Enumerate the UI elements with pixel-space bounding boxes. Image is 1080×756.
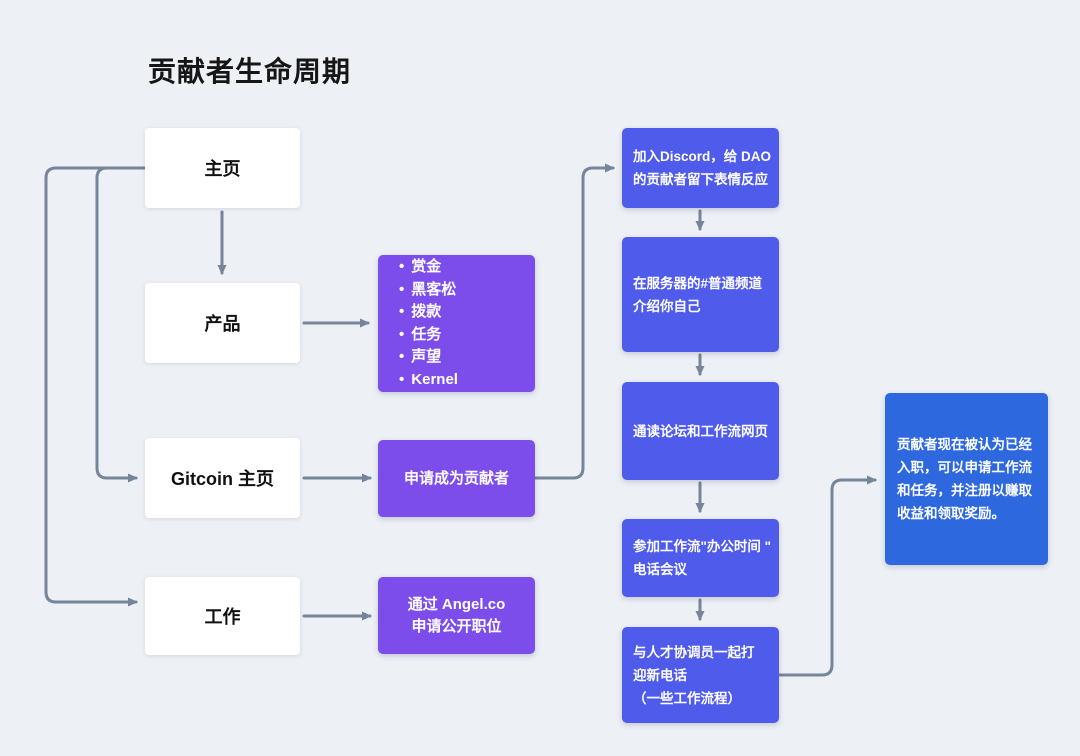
node-onboarding-call-line: 与人才协调员一起打 [633, 644, 755, 660]
list-item: • Kernel [399, 369, 535, 392]
node-apply-angel-line: 通过 Angel.co [407, 595, 506, 613]
node-onboarding-call-line: （一些工作流程） [633, 690, 741, 706]
node-product-label: 产品 [204, 314, 241, 334]
node-join-discord-line: 加入Discord，给 DAO [633, 149, 772, 164]
node-product: 产品 [145, 283, 300, 363]
arrow-apply-to-discord [533, 163, 615, 480]
node-onboarded-line: 贡献者现在被认为已经 [897, 437, 1032, 452]
bullet-icon: • [399, 280, 405, 298]
node-apply-contributor: 申请成为贡献者 [378, 440, 535, 517]
node-apply-angel: 通过 Angel.co 申请公开职位 [378, 577, 535, 654]
arrow-home-to-jobs [44, 166, 147, 607]
list-item-label: 黑客松 [411, 280, 457, 298]
list-item-label: 声望 [411, 348, 442, 365]
list-item-label: 赏金 [411, 258, 442, 275]
node-read-forum: 通读论坛和工作流网页 [622, 382, 779, 480]
node-join-discord-line: 的贡献者留下表情反应 [633, 172, 768, 187]
list-item-label: 任务 [411, 325, 442, 343]
list-item: • 赏金 [399, 256, 535, 279]
bullet-icon: • [399, 303, 405, 320]
list-item-label: Kernel [411, 370, 458, 388]
node-office-hours-line: 电话会议 [633, 562, 687, 577]
node-introduce-line: 介绍你自己 [633, 298, 701, 314]
node-product-list: • 赏金 • 黑客松 • 拨款 • 任务 • 声望 • Kernel [378, 255, 535, 392]
list-item: • 声望 [399, 346, 535, 369]
node-home-label: 主页 [204, 159, 241, 179]
node-onboarded-line: 收益和领取奖励。 [897, 506, 1005, 521]
node-office-hours-line: 参加工作流"办公时间 " [633, 539, 772, 554]
node-onboarded: 贡献者现在被认为已经 入职，可以申请工作流 和任务，并注册以赚取 收益和领取奖励… [885, 393, 1048, 565]
node-jobs-label: 工作 [204, 607, 241, 627]
node-gitcoin-home-label: Gitcoin 主页 [171, 469, 274, 489]
arrow-call-to-onboarded [777, 475, 877, 677]
node-introduce-line: 在服务器的#普通频道 [633, 275, 763, 291]
node-onboarded-line: 入职，可以申请工作流 [897, 460, 1032, 475]
node-office-hours: 参加工作流"办公时间 " 电话会议 [622, 519, 779, 597]
bullet-icon: • [399, 348, 405, 365]
page-title: 贡献者生命周期 [148, 56, 352, 87]
node-apply-angel-line: 申请公开职位 [411, 617, 502, 635]
node-gitcoin-home: Gitcoin 主页 [145, 438, 300, 518]
node-onboarded-line: 和任务，并注册以赚取 [897, 483, 1032, 498]
node-jobs: 工作 [145, 577, 300, 655]
node-apply-contributor-label: 申请成为贡献者 [403, 469, 509, 487]
list-item: • 黑客松 [399, 279, 535, 302]
node-onboarding-call-line: 迎新电话 [633, 667, 687, 683]
bullet-icon: • [399, 258, 405, 275]
arrow-home-to-gitcoin [95, 166, 147, 483]
list-item-label: 拨款 [411, 303, 442, 320]
node-onboarding-call: 与人才协调员一起打 迎新电话 （一些工作流程） [622, 627, 779, 723]
list-item: • 任务 [399, 324, 535, 347]
node-join-discord: 加入Discord，给 DAO 的贡献者留下表情反应 [622, 128, 779, 208]
list-item: • 拨款 [399, 301, 535, 324]
product-feature-list: • 赏金 • 黑客松 • 拨款 • 任务 • 声望 • Kernel [378, 256, 535, 391]
node-introduce-yourself: 在服务器的#普通频道 介绍你自己 [622, 237, 779, 352]
bullet-icon: • [399, 325, 405, 343]
bullet-icon: • [399, 370, 405, 388]
node-home: 主页 [145, 128, 300, 208]
node-read-forum-line: 通读论坛和工作流网页 [633, 423, 768, 439]
